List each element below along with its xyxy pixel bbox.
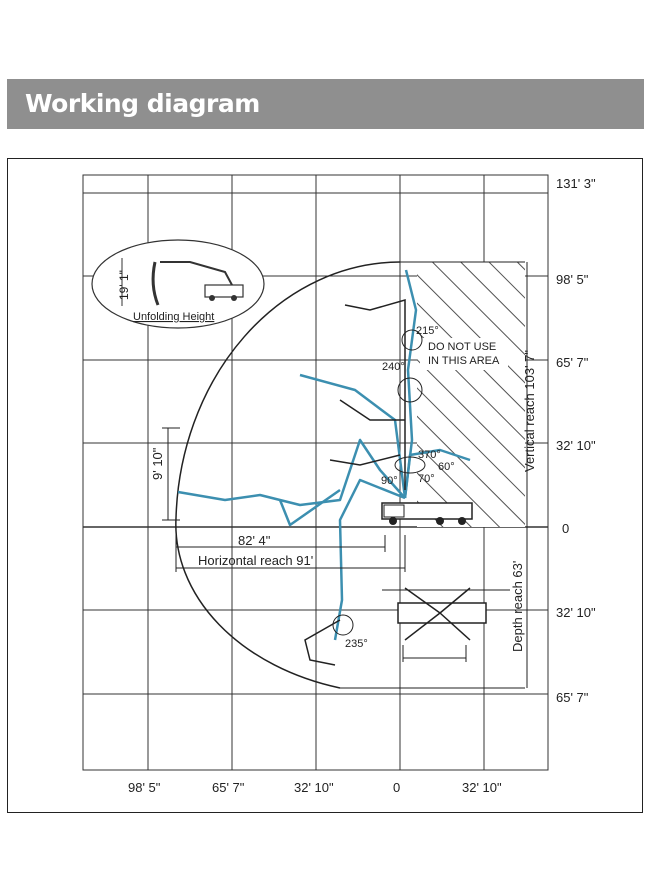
do-not-use-line2: IN THIS AREA bbox=[428, 355, 500, 367]
x-tick: 32' 10" bbox=[294, 780, 334, 795]
x-tick: 65' 7" bbox=[212, 780, 245, 795]
angle-60: 60° bbox=[438, 461, 455, 473]
title-banner: Working diagram bbox=[7, 79, 644, 129]
dimension-lines bbox=[162, 262, 528, 688]
y-tick: 98' 5" bbox=[556, 272, 589, 287]
boom-vertical bbox=[403, 269, 418, 499]
diagram-frame bbox=[7, 158, 643, 813]
y-tick: 32' 10" bbox=[556, 438, 596, 453]
inset-caption: Unfolding Height bbox=[133, 311, 214, 323]
depth-reach-label: Depth reach 63' bbox=[510, 561, 525, 652]
reach-envelope bbox=[175, 261, 401, 689]
angle-370: 370° bbox=[418, 449, 441, 461]
vertical-reach-label: Vertical reach 103' 7" bbox=[522, 350, 537, 472]
boom-outlines bbox=[304, 299, 406, 666]
do-not-use-line1: DO NOT USE bbox=[428, 341, 496, 353]
truck-top-view bbox=[382, 587, 510, 662]
angle-arc-370 bbox=[394, 456, 426, 474]
angle-arc-240 bbox=[397, 377, 423, 403]
y-tick: 65' 7" bbox=[556, 355, 589, 370]
angle-arc-235 bbox=[332, 614, 354, 636]
angle-arc-215 bbox=[401, 329, 423, 351]
x-tick: 0 bbox=[393, 780, 400, 795]
do-not-use-label-bg bbox=[420, 338, 508, 370]
unfolding-inset bbox=[91, 239, 265, 329]
boom-positions bbox=[177, 269, 471, 641]
x-tick: 98' 5" bbox=[128, 780, 161, 795]
inset-height-label: 19' 1" bbox=[117, 270, 131, 300]
x-tick: 32' 10" bbox=[462, 780, 502, 795]
unfolding-truck-icon bbox=[121, 258, 244, 306]
reach-82-label: 82' 4" bbox=[238, 533, 271, 548]
angle-70: 70° bbox=[418, 473, 435, 485]
y-tick: 65' 7" bbox=[556, 690, 589, 705]
boom-low bbox=[278, 488, 341, 527]
angle-235: 235° bbox=[345, 638, 368, 650]
angle-215: 215° bbox=[416, 325, 439, 337]
truck-side-view bbox=[381, 502, 473, 525]
y-tick: 131' 3" bbox=[556, 176, 596, 191]
angle-90: 90° bbox=[381, 475, 398, 487]
boom-folded bbox=[403, 448, 471, 499]
horizontal-reach-label: Horizontal reach 91' bbox=[198, 553, 313, 568]
boom-depth bbox=[333, 478, 406, 641]
angle-240: 240° bbox=[382, 361, 405, 373]
y-tick: 0 bbox=[562, 521, 569, 536]
boom-horizontal bbox=[177, 438, 406, 507]
height-9-label: 9' 10" bbox=[150, 447, 165, 480]
do-not-use-hatch bbox=[417, 262, 525, 527]
y-tick: 32' 10" bbox=[556, 605, 596, 620]
page-title: Working diagram bbox=[25, 89, 260, 118]
